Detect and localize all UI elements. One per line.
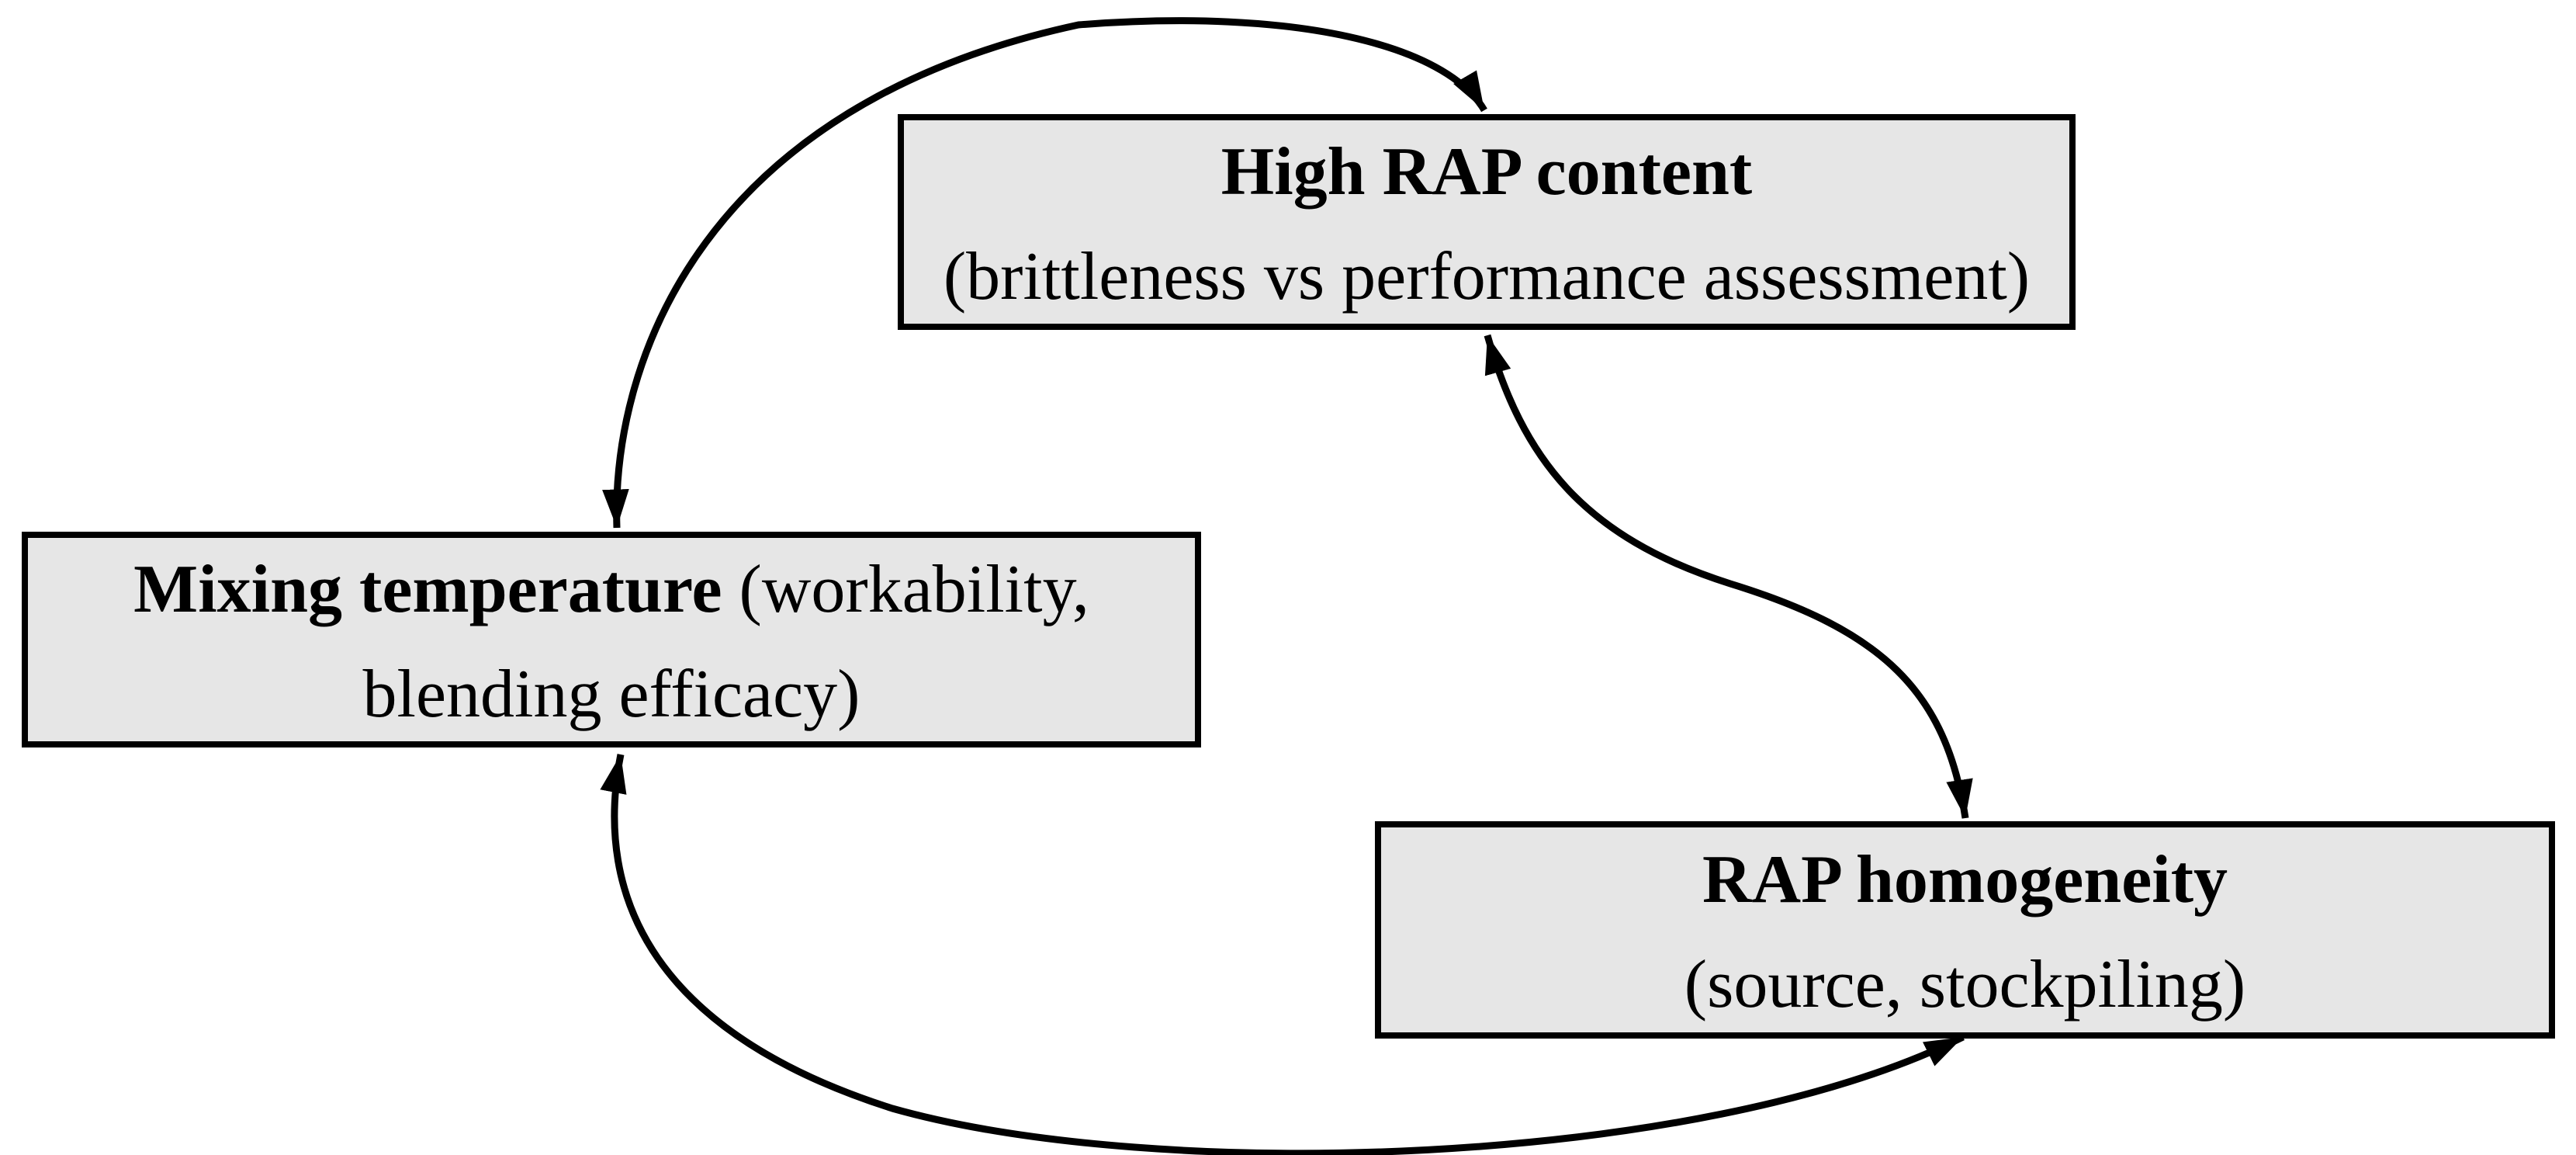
node-title-bold: Mixing temperature — [133, 552, 722, 627]
node-subtitle: (brittleness vs performance assessment) — [943, 239, 2031, 314]
node-rap-homogeneity: RAP homogeneity (source, stockpiling) — [1375, 821, 2555, 1039]
arrow-mixing-temperature-high-rap-content — [602, 17, 1487, 529]
node-title-line: High RAP content — [1221, 120, 1752, 224]
node-title-line: Mixing temperature (workability, — [133, 537, 1089, 642]
arrow-mixing-temperature-rap-homogeneity — [600, 754, 1965, 1155]
node-title-rest: (workability, — [722, 552, 1089, 627]
node-high-rap-content: High RAP content (brittleness vs perform… — [898, 114, 2076, 330]
node-title-line: RAP homogeneity — [1702, 827, 2228, 932]
node-title-bold: High RAP content — [1220, 134, 1753, 210]
node-mixing-temperature: Mixing temperature (workability, blendin… — [22, 532, 1201, 747]
node-subtitle: (source, stockpiling) — [1684, 947, 2246, 1022]
arrow-high-rap-content-rap-homogeneity — [1484, 334, 1973, 819]
node-subtitle: blending efficacy) — [362, 657, 860, 732]
node-title-bold: RAP homogeneity — [1702, 842, 2228, 917]
